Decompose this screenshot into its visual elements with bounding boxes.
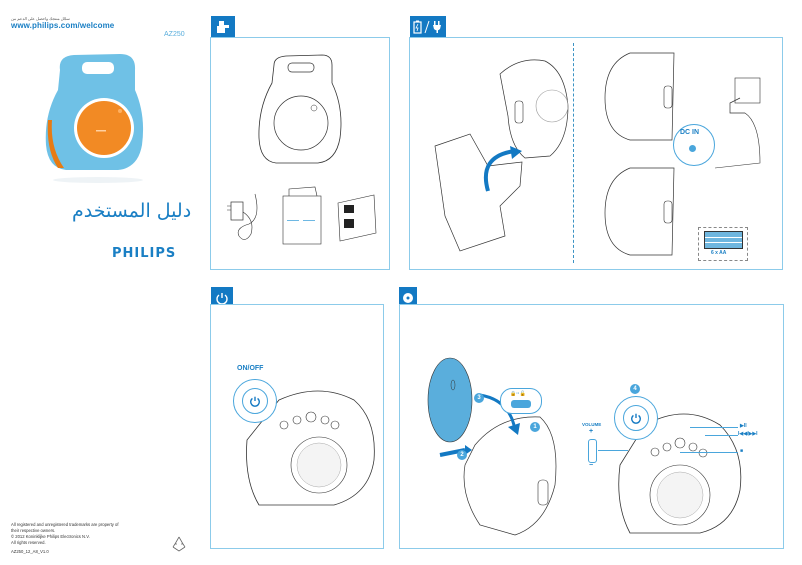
volume-plus: + — [589, 428, 594, 435]
philips-logo: PHILIPS — [112, 246, 177, 261]
step-badge: 1 — [530, 422, 540, 432]
battery-icon — [704, 231, 743, 249]
manual-title-arabic: دليل المستخدم — [72, 200, 192, 222]
play-pause-leader-line — [690, 427, 738, 428]
divider — [573, 43, 574, 263]
volume-minus: − — [589, 462, 594, 469]
power-supply-tab — [410, 16, 446, 38]
volume-leader-line — [598, 450, 628, 451]
dc-in-socket — [689, 145, 696, 152]
power-button-callout[interactable] — [233, 379, 277, 423]
skip-label: I◀◀/▶▶I — [738, 431, 758, 437]
speaker-front-illustration — [246, 390, 375, 506]
speaker-side-illustration-top — [604, 52, 675, 141]
volume-slider[interactable] — [588, 439, 597, 463]
dc-in-label: DC IN — [680, 129, 700, 136]
battery-plug-icon — [413, 20, 441, 34]
model-number: AZ250 — [164, 31, 185, 38]
panel-on-off: ON/OFF — [210, 304, 384, 549]
welcome-url[interactable]: www.philips.com/welcome — [11, 21, 115, 30]
speaker-side-illustration-bottom — [604, 167, 675, 256]
power-button-callout[interactable] — [614, 396, 658, 440]
panel-box-contents — [210, 37, 390, 270]
legal-line: All rights reserved. — [11, 540, 46, 545]
legal-text: All registered and unregistered trademar… — [11, 522, 119, 555]
stop-leader-line — [680, 452, 738, 453]
battery-compartment: 6 x AA — [698, 227, 748, 261]
cd-icon — [403, 293, 413, 303]
step-badge: 2 — [457, 450, 467, 460]
legal-line: their respective owners. — [11, 528, 56, 533]
speaker-front-controls-illustration — [618, 413, 742, 534]
play-pause-label: ▶II — [740, 423, 747, 429]
product-photo — [38, 50, 158, 190]
panel-power: DC IN 6 x AA — [409, 37, 783, 270]
step-badge: 4 — [630, 384, 640, 394]
power-icon — [250, 396, 260, 407]
speaker-outline-illustration — [258, 54, 342, 164]
lock-unlock-icon: 🔒··🔓 — [510, 391, 526, 397]
panel-play-cd: 🔒··🔓 1 2 3 4 VOLUME + − ▶II I◀◀/▶▶I ■ — [399, 304, 784, 549]
legal-line: All registered and unregistered trademar… — [11, 522, 119, 527]
stop-label: ■ — [740, 448, 744, 454]
skip-leader-line — [705, 435, 738, 436]
legal-line: © 2012 Koninklijke Philips Electronics N… — [11, 534, 90, 539]
play-cd-tab — [399, 287, 417, 309]
battery-label: 6 x AA — [711, 250, 727, 256]
step-badge: 3 — [474, 393, 484, 403]
cd-loading-illustration — [427, 357, 557, 536]
power-icon — [631, 413, 641, 424]
on-off-label: ON/OFF — [237, 365, 264, 372]
volume-label: VOLUME — [582, 422, 602, 427]
power-icon — [216, 293, 228, 305]
doc-code: AZ250_12_A8_V1.0 — [11, 549, 49, 554]
safety-leaflet-illustration — [337, 194, 377, 242]
door-lock-callout: 🔒··🔓 — [500, 388, 542, 414]
box-contents-icon — [217, 21, 229, 33]
dc-in-callout: DC IN — [673, 124, 715, 166]
door-slider — [511, 400, 531, 408]
power-cable-illustration — [714, 77, 761, 169]
box-contents-tab — [211, 16, 235, 38]
case-removal-illustration — [434, 59, 569, 252]
ac-adapter-illustration — [227, 193, 258, 240]
user-manual-illustration — [282, 186, 322, 245]
arabic-tagline: سجّل منتجك واحصل على الدعم من — [11, 16, 70, 21]
recycle-icon — [170, 535, 188, 558]
